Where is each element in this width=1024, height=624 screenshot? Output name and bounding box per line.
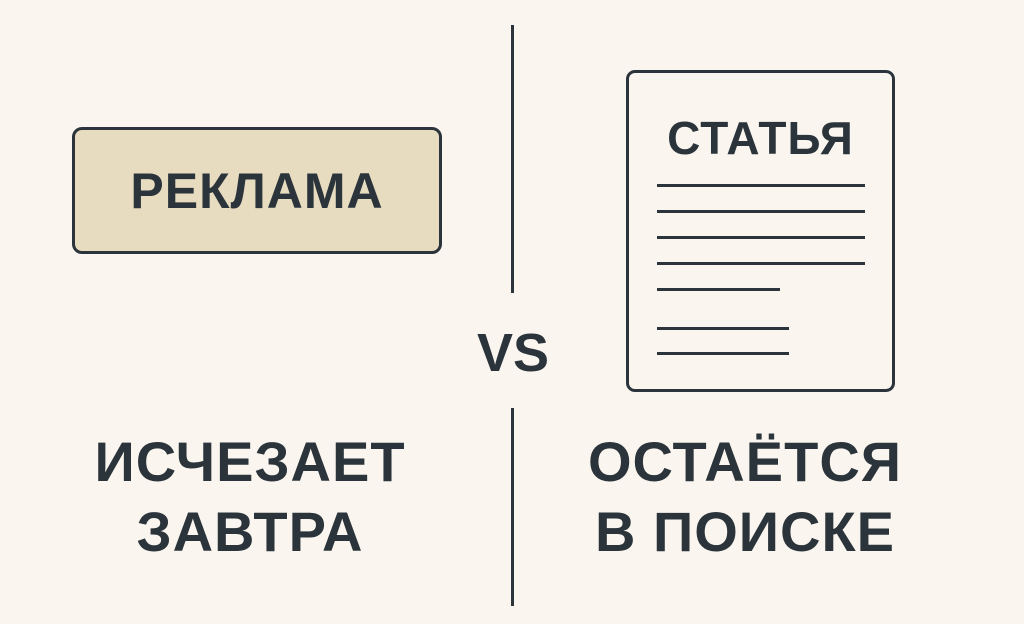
left-caption-line2: ЗАВТРА [136,500,364,563]
left-caption: ИСЧЕЗАЕТ ЗАВТРА [40,427,460,567]
vs-label: VS [476,323,550,383]
ad-badge-label: РЕКЛАМА [130,162,384,219]
right-caption-line2: В ПОИСКЕ [594,500,896,563]
left-caption-line1: ИСЧЕЗАЕТ [94,430,406,493]
text-line [657,352,789,355]
right-caption: ОСТАЁТСЯ В ПОИСКЕ [540,427,950,567]
ad-badge: РЕКЛАМА [72,127,442,254]
text-line [657,236,865,239]
divider-top [511,25,514,293]
text-line [657,184,865,187]
text-line [657,262,865,265]
document-title: СТАТЬЯ [667,112,854,164]
right-caption-line1: ОСТАЁТСЯ [587,430,903,493]
divider-bottom [511,408,514,606]
text-line [657,210,865,213]
article-document-icon: СТАТЬЯ [626,70,895,392]
text-line [657,327,789,330]
text-line [657,288,780,291]
